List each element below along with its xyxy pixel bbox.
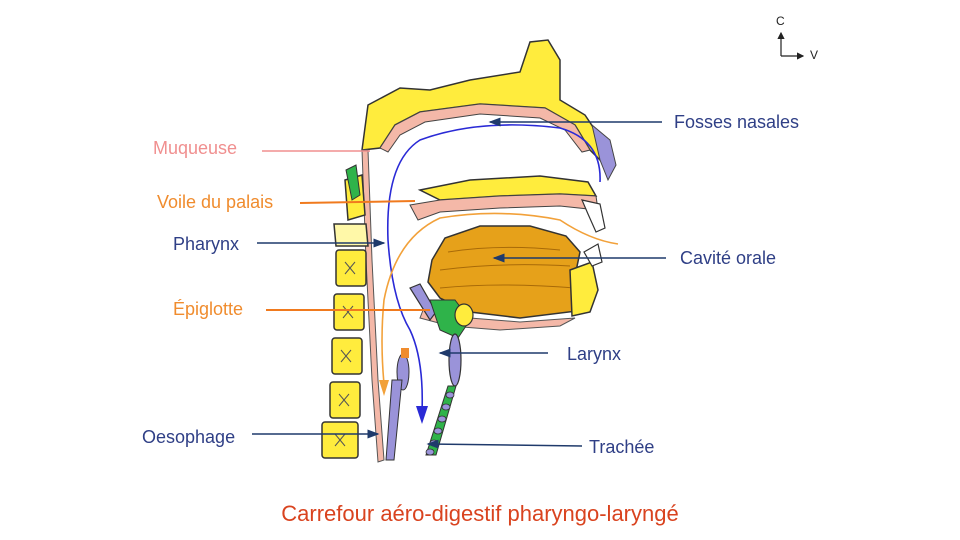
- label-pharynx: Pharynx: [173, 234, 240, 254]
- axis-label-right: V: [810, 48, 819, 62]
- axis-label-up: C: [776, 14, 785, 28]
- hyoid-bone: [454, 303, 474, 327]
- mandible: [569, 261, 599, 317]
- food-path: [381, 212, 619, 385]
- label-voile-du-palais: Voile du palais: [157, 192, 274, 212]
- diagram-title: Carrefour aéro-digestif pharyngo-laryngé: [281, 501, 679, 526]
- air-arrowhead: [416, 406, 428, 424]
- label-epiglotte: Épiglotte: [173, 299, 244, 319]
- orientation-axes-icon: [777, 31, 805, 60]
- vertebra-marks: [334, 261, 356, 447]
- pharyngeal-wall: [361, 149, 385, 463]
- nasal-cartilage: [591, 123, 617, 182]
- prevertebral-muscle: [345, 164, 361, 201]
- cervical-spine: [321, 174, 369, 459]
- thyroid-cartilage: [448, 333, 462, 387]
- label-trachee: Trachée: [589, 437, 655, 457]
- teeth-lower: [583, 243, 603, 267]
- air-path: [386, 124, 601, 413]
- oesophagus: [385, 379, 403, 461]
- nasal-mucosa: [379, 103, 591, 153]
- teeth-upper: [580, 199, 606, 233]
- label-cavite-orale: Cavité orale: [680, 248, 777, 268]
- pointer-voile: [299, 200, 416, 204]
- label-larynx: Larynx: [567, 344, 622, 364]
- tongue-texture: [439, 246, 576, 289]
- label-muqueuse: Muqueuse: [153, 138, 238, 158]
- pointer-trachee: [426, 439, 583, 449]
- label-fosses-nasales: Fosses nasales: [674, 112, 800, 132]
- skull-bone: [361, 39, 606, 162]
- cricoid: [401, 348, 409, 358]
- food-arrowhead: [379, 380, 389, 396]
- label-oesophage: Oesophage: [142, 427, 236, 447]
